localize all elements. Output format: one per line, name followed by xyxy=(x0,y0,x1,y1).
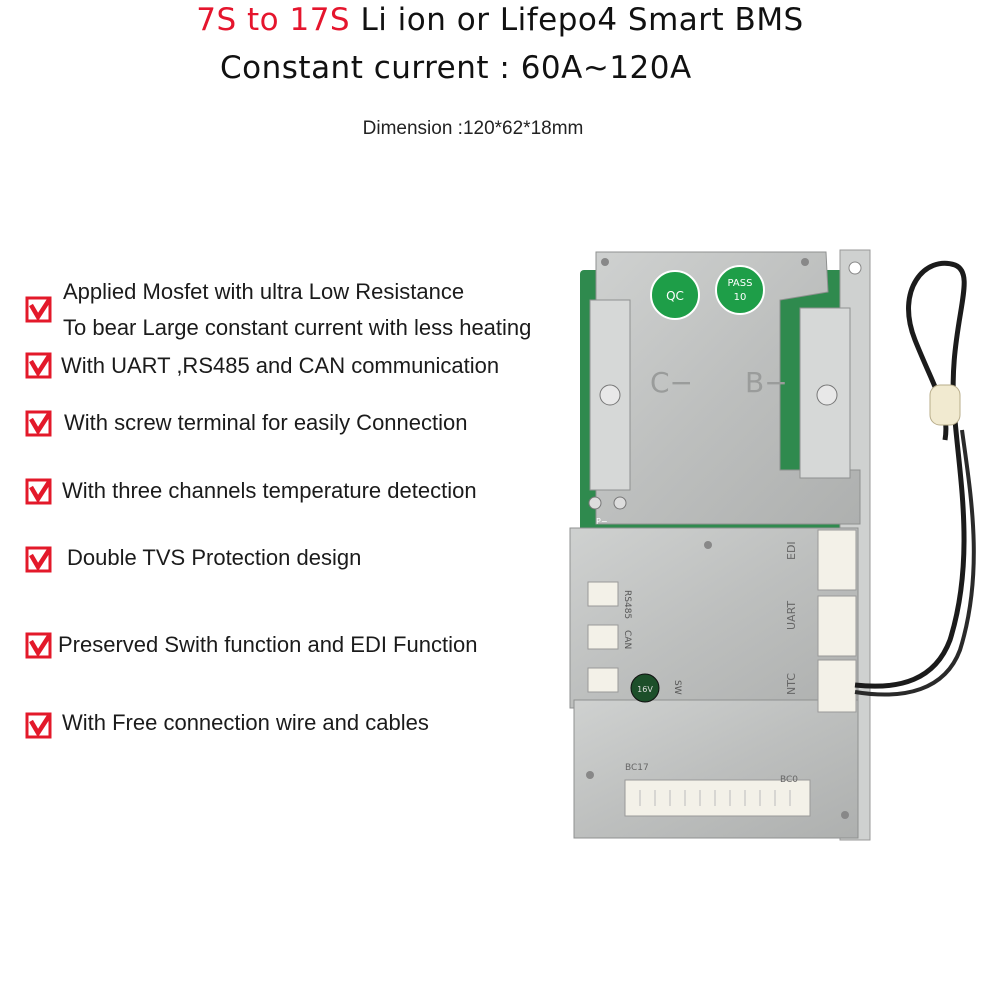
feature-text: With screw terminal for easily Connectio… xyxy=(64,410,468,435)
ntc-connector xyxy=(817,659,857,713)
feature-text: Preserved Swith function and EDI Functio… xyxy=(58,632,478,657)
uart-connector xyxy=(817,595,857,657)
feature-text: With UART ,RS485 and CAN communication xyxy=(61,353,500,378)
screw-icon xyxy=(588,496,602,510)
bc0-label: BC0 xyxy=(780,775,798,785)
heatsink-bottom xyxy=(573,699,859,839)
screw-icon xyxy=(586,771,594,779)
feature-text: Applied Mosfet with ultra Low Resistance xyxy=(63,279,465,304)
bc17-label: BC17 xyxy=(625,763,649,773)
pass-label: PASS xyxy=(728,278,753,289)
red-checkbox-icon xyxy=(25,352,52,379)
switch-connector xyxy=(587,667,619,693)
feature-text-line2: To bear Large constant current with less… xyxy=(63,315,532,340)
capacitor xyxy=(630,673,660,703)
ntc-cable xyxy=(854,260,967,689)
screw-terminal-icon xyxy=(816,384,838,406)
mounting-hole-icon xyxy=(848,261,862,275)
title-rest: Li ion or Lifepo4 Smart BMS xyxy=(350,2,804,38)
page-title: 7S to 17S Li ion or Lifepo4 Smart BMS xyxy=(0,2,1000,38)
qc-label: QC xyxy=(666,289,684,303)
screw-icon xyxy=(704,541,712,549)
red-checkbox-icon xyxy=(25,296,52,323)
uart-label: UART xyxy=(785,601,798,630)
pass-number: 10 xyxy=(734,292,747,303)
can-connector xyxy=(587,624,619,650)
red-checkbox-icon xyxy=(25,478,52,505)
ntc-cable xyxy=(854,429,976,697)
capacitor-label: 16V xyxy=(637,685,653,694)
rs485-label: RS485 xyxy=(622,590,632,619)
screw-icon xyxy=(601,258,609,266)
feature-text: With Free connection wire and cables xyxy=(62,710,429,735)
b-minus-label: B− xyxy=(745,366,788,399)
red-checkbox-icon xyxy=(25,410,52,437)
rs485-connector xyxy=(587,581,619,607)
screw-icon xyxy=(613,496,627,510)
screw-icon xyxy=(841,811,849,819)
can-label: CAN xyxy=(622,630,632,649)
red-checkbox-icon xyxy=(25,712,52,739)
edi-label: EDI xyxy=(785,541,798,560)
red-checkbox-icon xyxy=(25,546,52,573)
bms-board-image: QC PASS 10 C− B− P− RS485 CAN SW 16V EDI… xyxy=(569,249,976,841)
c-minus-label: C− xyxy=(650,366,693,399)
ntc-label: NTC xyxy=(785,673,798,695)
connector-pins xyxy=(639,790,791,806)
heatsink-top xyxy=(595,251,861,525)
title-highlight: 7S to 17S xyxy=(196,2,351,38)
dimension-text: Dimension :120*62*18mm xyxy=(362,118,584,139)
screw-terminal-icon xyxy=(599,384,621,406)
qc-sticker xyxy=(650,270,700,320)
edi-connector xyxy=(817,529,857,591)
sw-label: SW xyxy=(672,680,682,695)
cable-tie xyxy=(929,384,961,426)
red-checkbox-icon xyxy=(25,632,52,659)
feature-text: Double TVS Protection design xyxy=(67,545,362,570)
balance-connector xyxy=(624,779,811,817)
feature-text: With three channels temperature detectio… xyxy=(62,478,477,503)
pass-sticker xyxy=(715,265,765,315)
screw-icon xyxy=(801,258,809,266)
page-subtitle: Constant current : 60A~120A xyxy=(220,50,692,86)
p-minus-label: P− xyxy=(596,517,608,526)
